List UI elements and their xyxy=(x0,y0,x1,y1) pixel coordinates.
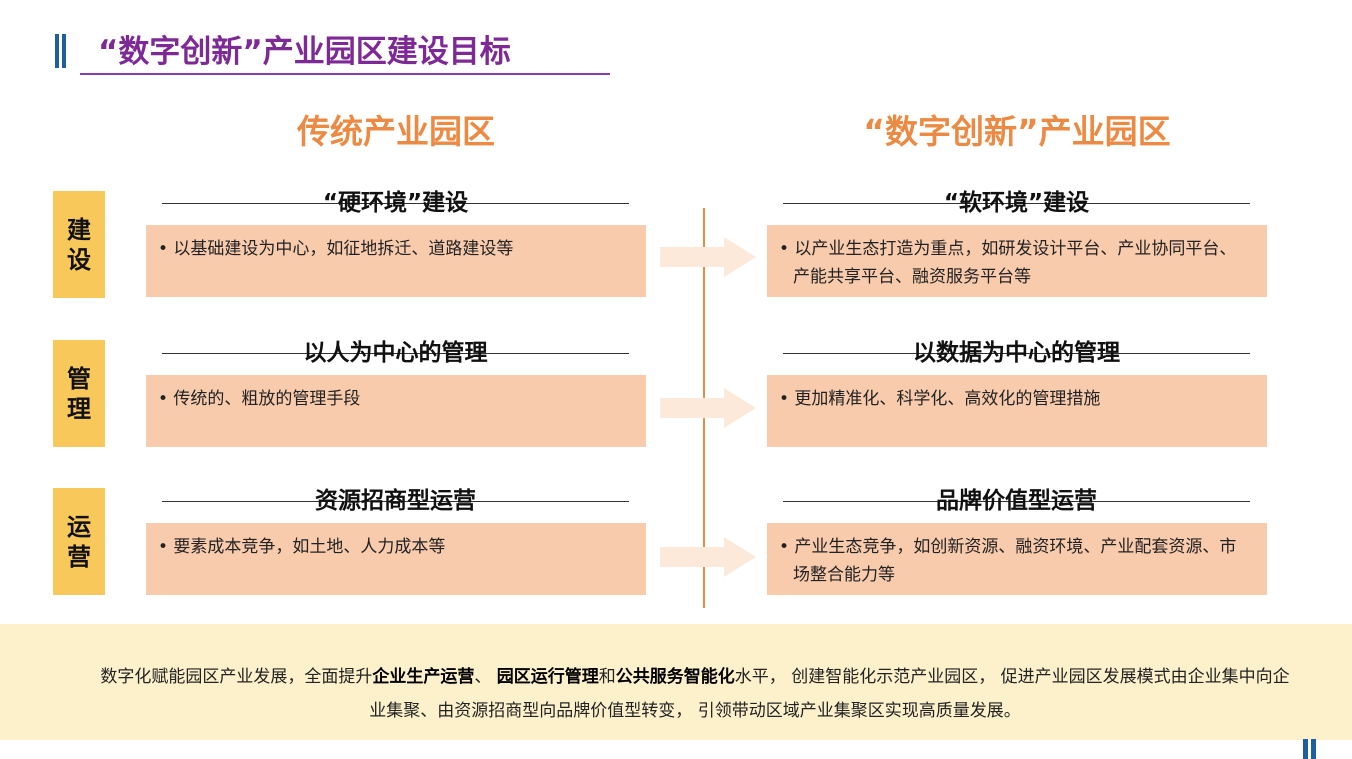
content-text: • 传统的、粗放的管理手段 xyxy=(158,389,361,409)
section-heading-hard-environment: “硬环境”建设 xyxy=(162,188,629,218)
section-heading-text: 资源招商型运营 xyxy=(315,488,476,514)
section-heading-resource-operation: 资源招商型运营 xyxy=(162,486,629,516)
content-box-traditional-operation: • 要素成本竞争，如土地、人力成本等 xyxy=(146,523,646,595)
section-heading-soft-environment: “软环境”建设 xyxy=(783,188,1250,218)
page-title: “数字创新”产业园区建设目标 xyxy=(98,34,511,70)
section-heading-text: 品牌价值型运营 xyxy=(936,488,1097,514)
heading-line xyxy=(162,501,629,502)
footer-text-part: 、 xyxy=(474,667,497,687)
title-underline xyxy=(80,73,610,75)
heading-line xyxy=(162,353,629,354)
content-text: • 要素成本竞争，如土地、人力成本等 xyxy=(158,537,446,557)
content-box-digital-management: • 更加精准化、科学化、高效化的管理措施 xyxy=(767,375,1267,447)
footer-highlight: 公共服务智能化 xyxy=(615,667,735,687)
content-text: • 产业生态竞争，如创新资源、融资环境、产业配套资源、市场整合能力等 xyxy=(779,537,1237,585)
footer-text-part: 水平， 创建智能化示范产业园区， 促进产业园区发展模式由企业集中向企业集聚、由资… xyxy=(369,667,1290,721)
content-box-traditional-management: • 传统的、粗放的管理手段 xyxy=(146,375,646,447)
title-bar-icon xyxy=(55,34,69,68)
heading-line xyxy=(783,203,1250,204)
content-box-digital-operation: • 产业生态竞争，如创新资源、融资环境、产业配套资源、市场整合能力等 xyxy=(767,523,1267,595)
footer-text-part: 数字化赋能园区产业发展，全面提升 xyxy=(100,667,373,687)
digital-park-heading: “数字创新”产业园区 xyxy=(863,112,1171,151)
content-text: • 以基础建设为中心，如征地拆迁、道路建设等 xyxy=(158,239,514,259)
arrow-right-icon xyxy=(660,237,756,277)
footer-highlight: 企业生产运营 xyxy=(372,667,475,687)
heading-line xyxy=(162,203,629,204)
section-heading-text: 以数据为中心的管理 xyxy=(913,340,1120,366)
footer-highlight: 园区运行管理 xyxy=(496,667,599,687)
category-tag-operation: 运营 xyxy=(53,488,105,595)
section-heading-text: “硬环境”建设 xyxy=(322,190,469,216)
category-label: 运营 xyxy=(67,512,91,571)
footer-band xyxy=(0,624,1352,740)
content-text: • 更加精准化、科学化、高效化的管理措施 xyxy=(779,389,1101,409)
category-tag-management: 管理 xyxy=(53,340,105,447)
category-label: 建设 xyxy=(67,215,91,274)
category-tag-construction: 建设 xyxy=(53,191,105,298)
section-heading-text: 以人为中心的管理 xyxy=(303,340,488,366)
section-heading-text: “软环境”建设 xyxy=(943,190,1090,216)
heading-line xyxy=(783,501,1250,502)
content-box-traditional-construction: • 以基础建设为中心，如征地拆迁、道路建设等 xyxy=(146,225,646,297)
heading-line xyxy=(783,353,1250,354)
content-box-digital-construction: • 以产业生态打造为重点，如研发设计平台、产业协同平台、产能共享平台、融资服务平… xyxy=(767,225,1267,297)
category-label: 管理 xyxy=(67,364,91,423)
arrow-right-icon xyxy=(660,388,756,428)
content-text: • 以产业生态打造为重点，如研发设计平台、产业协同平台、产能共享平台、融资服务平… xyxy=(779,239,1237,287)
footer-text-part: 和 xyxy=(598,667,616,687)
traditional-park-heading: 传统产业园区 xyxy=(297,112,495,151)
arrow-right-icon xyxy=(660,537,756,577)
section-heading-data-centered: 以数据为中心的管理 xyxy=(783,338,1250,368)
section-heading-people-centered: 以人为中心的管理 xyxy=(162,338,629,368)
section-heading-brand-operation: 品牌价值型运营 xyxy=(783,486,1250,516)
corner-bar-icon xyxy=(1303,739,1317,759)
footer-summary: 数字化赋能园区产业发展，全面提升企业生产运营、 园区运行管理和公共服务智能化水平… xyxy=(100,660,1290,728)
